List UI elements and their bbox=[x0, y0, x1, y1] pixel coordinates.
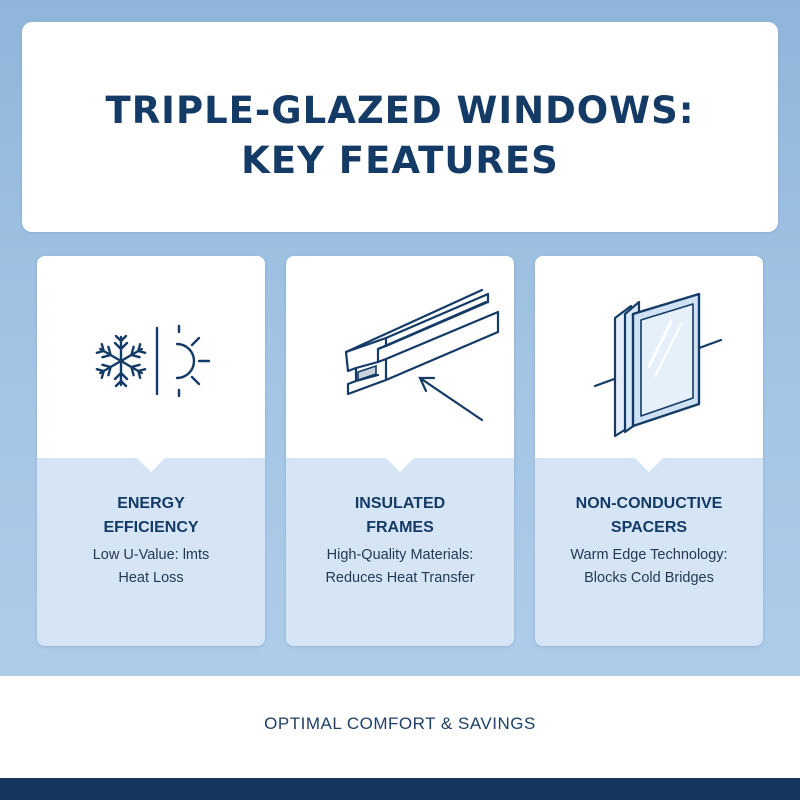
card-pointer bbox=[137, 458, 165, 472]
bottom-bar bbox=[0, 778, 800, 800]
footer-band: OPTIMAL COMFORT & SAVINGS bbox=[0, 676, 800, 778]
card-text-area: NON-CONDUCTIVE SPACERS Warm Edge Technol… bbox=[535, 458, 763, 646]
feature-title: NON-CONDUCTIVE SPACERS bbox=[535, 492, 763, 540]
feature-title: INSULATED FRAMES bbox=[286, 492, 514, 540]
card-pointer bbox=[386, 458, 414, 472]
feature-card-energy-efficiency: ENERGY EFFICIENCY Low U-Value: lmts Heat… bbox=[37, 256, 265, 646]
feature-card-non-conductive-spacers: NON-CONDUCTIVE SPACERS Warm Edge Technol… bbox=[535, 256, 763, 646]
feature-description: Warm Edge Technology: Blocks Cold Bridge… bbox=[535, 544, 763, 590]
title-card: TRIPLE-GLAZED WINDOWS: KEY FEATURES bbox=[22, 22, 778, 232]
feature-desc-line-2: Heat Loss bbox=[118, 570, 184, 586]
card-icon-area bbox=[286, 256, 514, 458]
glass-panes-icon bbox=[535, 256, 763, 458]
feature-title-line-2: EFFICIENCY bbox=[103, 519, 199, 536]
page-title: TRIPLE-GLAZED WINDOWS: KEY FEATURES bbox=[105, 86, 694, 186]
feature-title-line-2: FRAMES bbox=[366, 519, 434, 536]
feature-title-line-1: ENERGY bbox=[117, 495, 185, 512]
feature-description: High-Quality Materials: Reduces Heat Tra… bbox=[286, 544, 514, 590]
frame-profile-icon bbox=[286, 256, 514, 458]
card-pointer bbox=[635, 458, 663, 472]
feature-desc-line-1: High-Quality Materials: bbox=[326, 547, 474, 563]
feature-title-line-1: NON-CONDUCTIVE bbox=[575, 495, 723, 512]
feature-title-line-1: INSULATED bbox=[354, 495, 446, 512]
feature-desc-line-2: Blocks Cold Bridges bbox=[584, 570, 714, 586]
page-title-line-2: KEY FEATURES bbox=[241, 139, 559, 182]
feature-desc-line-2: Reduces Heat Transfer bbox=[325, 570, 475, 586]
feature-desc-line-1: Low U-Value: lmts bbox=[92, 547, 210, 563]
feature-title-line-2: SPACERS bbox=[610, 519, 688, 536]
snowflake-sun-icon bbox=[37, 256, 265, 458]
feature-title: ENERGY EFFICIENCY bbox=[37, 492, 265, 540]
footer-tagline: OPTIMAL COMFORT & SAVINGS bbox=[264, 714, 536, 733]
card-text-area: INSULATED FRAMES High-Quality Materials:… bbox=[286, 458, 514, 646]
card-text-area: ENERGY EFFICIENCY Low U-Value: lmts Heat… bbox=[37, 458, 265, 646]
feature-desc-line-1: Warm Edge Technology: bbox=[570, 547, 728, 563]
page-title-line-1: TRIPLE-GLAZED WINDOWS: bbox=[105, 89, 695, 132]
feature-description: Low U-Value: lmts Heat Loss bbox=[37, 544, 265, 590]
feature-card-insulated-frames: INSULATED FRAMES High-Quality Materials:… bbox=[286, 256, 514, 646]
card-icon-area bbox=[37, 256, 265, 458]
